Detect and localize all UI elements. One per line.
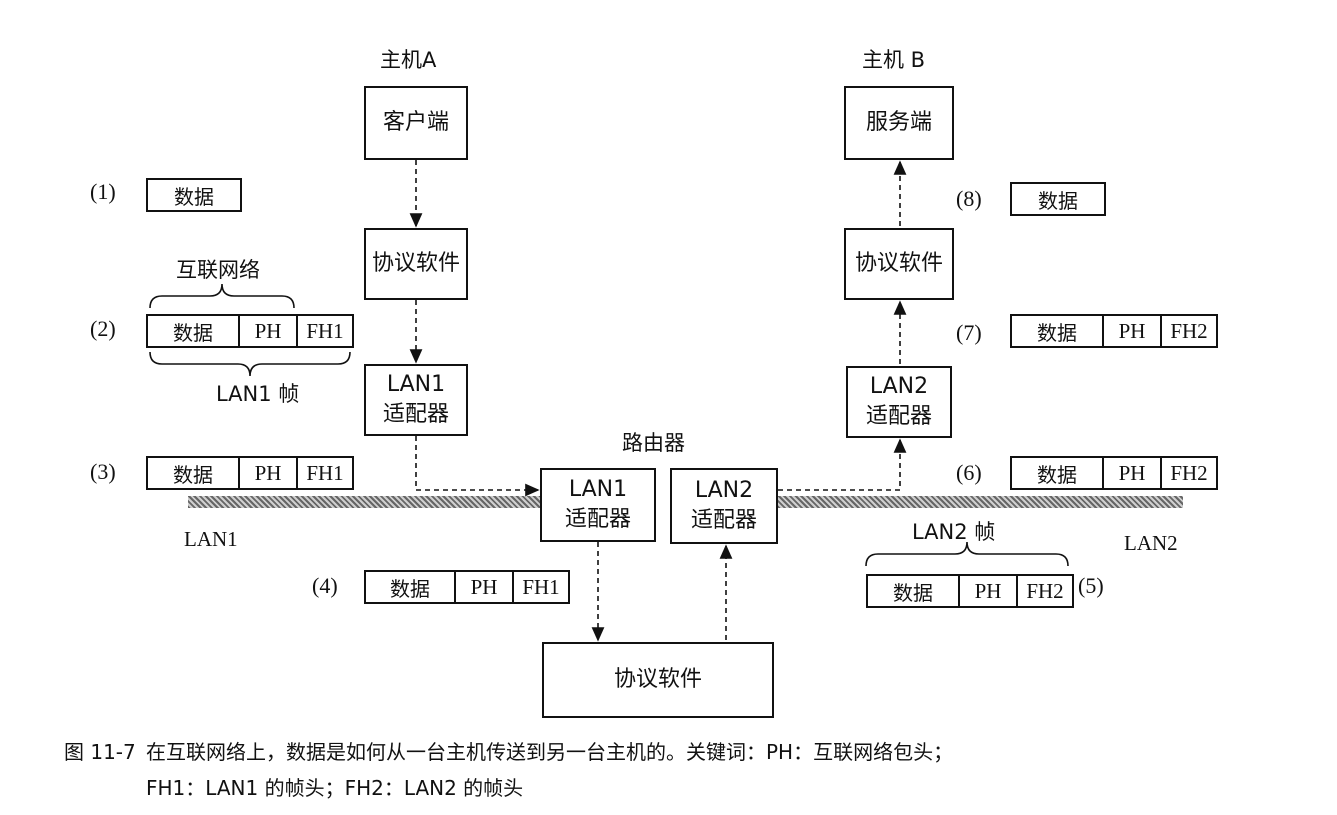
server-box: 服务端 [844, 86, 954, 160]
fh2-cell: FH2 [1026, 578, 1064, 603]
caption-text-2: FH1：LAN1 的帧头；FH2：LAN2 的帧头 [146, 776, 524, 800]
internet-label: 互联网络 [176, 258, 260, 282]
step-8-packet: 数据 [1010, 182, 1106, 216]
data-cell: 数据 [366, 572, 456, 602]
host-a-protocol-box: 协议软件 [364, 228, 468, 300]
caption-text-1: 在互联网络上，数据是如何从一台主机传送到另一台主机的。关键词：PH：互联网络包头… [146, 740, 954, 764]
host-a-lan1-adapter-box: LAN1 适配器 [364, 364, 468, 436]
host-b-title: 主机 B [862, 48, 926, 72]
step-2-label: (2) [90, 316, 116, 341]
fh1-cell: FH1 [522, 574, 560, 599]
router-title: 路由器 [622, 431, 685, 455]
caption-line-1: 图 11-7 在互联网络上，数据是如何从一台主机传送到另一台主机的。关键词：PH：… [64, 734, 1324, 770]
router-protocol-box: 协议软件 [542, 642, 774, 718]
step-6-packet: 数据 PH FH2 [1010, 456, 1218, 490]
data-cell: 数据 [148, 316, 240, 346]
bracket-internet [149, 283, 295, 309]
data-cell: 数据 [1038, 188, 1078, 213]
lan2-label: LAN2 [1124, 531, 1178, 555]
data-cell: 数据 [1012, 458, 1104, 488]
ph-cell: PH [960, 576, 1018, 606]
step-5-packet: 数据 PH FH2 [866, 574, 1074, 608]
bracket-lan2-frame [865, 541, 1069, 567]
ph-cell: PH [240, 316, 298, 346]
router-lan1-adapter-box: LAN1 适配器 [540, 468, 656, 542]
data-cell: 数据 [1012, 316, 1104, 346]
step-5-label: (5) [1078, 573, 1104, 598]
fh2-cell: FH2 [1170, 460, 1208, 485]
lan1-cable [188, 496, 544, 508]
step-8-label: (8) [956, 186, 982, 211]
data-cell: 数据 [174, 184, 214, 209]
step-2-packet: 数据 PH FH1 [146, 314, 354, 348]
figure-caption: 图 11-7 在互联网络上，数据是如何从一台主机传送到另一台主机的。关键词：PH：… [64, 734, 1324, 806]
lan1-label: LAN1 [184, 527, 238, 551]
figure-number: 图 11-7 [64, 740, 136, 764]
step-3-label: (3) [90, 459, 116, 484]
client-box: 客户端 [364, 86, 468, 160]
caption-line-2: FH1：LAN1 的帧头；FH2：LAN2 的帧头 [64, 770, 1324, 806]
ph-cell: PH [1104, 458, 1162, 488]
fh2-cell: FH2 [1170, 318, 1208, 343]
step-3-packet: 数据 PH FH1 [146, 456, 354, 490]
step-4-label: (4) [312, 573, 338, 598]
step-7-packet: 数据 PH FH2 [1010, 314, 1218, 348]
bracket-lan1-frame [149, 351, 351, 377]
ph-cell: PH [240, 458, 298, 488]
data-cell: 数据 [148, 458, 240, 488]
step-7-label: (7) [956, 320, 982, 345]
step-6-label: (6) [956, 460, 982, 485]
lan1-frame-label: LAN1 帧 [216, 382, 300, 406]
fh1-cell: FH1 [306, 318, 344, 343]
ph-cell: PH [456, 572, 514, 602]
lan2-frame-label: LAN2 帧 [912, 520, 996, 544]
ph-cell: PH [1104, 316, 1162, 346]
host-b-protocol-box: 协议软件 [844, 228, 954, 300]
host-a-title: 主机A [380, 48, 437, 72]
data-cell: 数据 [868, 576, 960, 606]
step-4-packet: 数据 PH FH1 [364, 570, 570, 604]
fh1-cell: FH1 [306, 460, 344, 485]
arrow-lan1-adapter-to-router [415, 436, 540, 497]
step-1-packet: 数据 [146, 178, 242, 212]
host-b-lan2-adapter-box: LAN2 适配器 [846, 366, 952, 438]
lan2-cable [778, 496, 1183, 508]
router-lan2-adapter-box: LAN2 适配器 [670, 468, 778, 544]
step-1-label: (1) [90, 179, 116, 204]
arrow-router-to-lan2-adapter [778, 438, 907, 491]
